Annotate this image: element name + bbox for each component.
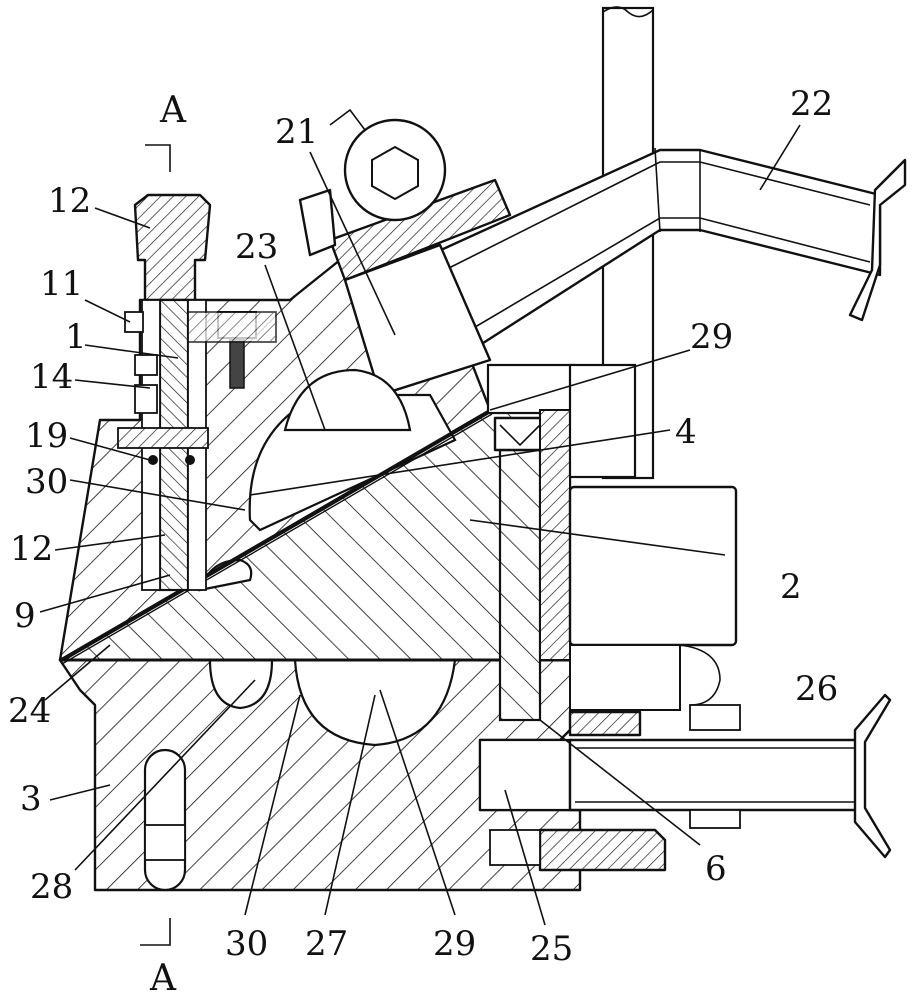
- callout-3: 3: [20, 779, 42, 819]
- section-label-bottom: A: [149, 958, 177, 999]
- callout-14: 14: [30, 357, 73, 397]
- callout-27: 27: [305, 924, 348, 964]
- cavities: [143, 368, 457, 892]
- callout-4: 4: [675, 412, 697, 452]
- callout-22: 22: [790, 84, 833, 124]
- callout-28: 28: [30, 867, 73, 907]
- callout-25: 25: [530, 929, 573, 969]
- slope-gasket: [60, 408, 575, 665]
- callout-1: 1: [65, 317, 87, 357]
- callout-30-bottom: 30: [225, 924, 268, 964]
- callout-2: 2: [780, 567, 802, 607]
- callout-9: 9: [14, 596, 36, 636]
- callout-12-top: 12: [48, 181, 91, 221]
- callout-21: 21: [275, 112, 318, 152]
- callout-11: 11: [40, 264, 83, 304]
- callout-12-mid: 12: [10, 529, 53, 569]
- callout-29-top: 29: [690, 317, 733, 357]
- section-marks: [140, 144, 171, 946]
- callout-6: 6: [705, 849, 727, 889]
- section-label-top: A: [159, 90, 187, 131]
- callout-26: 26: [795, 669, 838, 709]
- actuator-body: [568, 363, 741, 731]
- callout-30-left: 30: [25, 462, 68, 502]
- slope-bolt-assembly: [298, 108, 512, 397]
- inclined-outlet-tube: [428, 147, 907, 347]
- callout-19: 19: [25, 416, 68, 456]
- callout-29-bottom: 29: [433, 924, 476, 964]
- outlet-pipe-assembly: [478, 693, 892, 872]
- callout-23: 23: [235, 227, 278, 267]
- callout-24: 24: [8, 691, 51, 731]
- vertical-spindle: [117, 193, 277, 592]
- right-vertical-bolt: [486, 363, 576, 722]
- leader-lines: [39, 124, 801, 926]
